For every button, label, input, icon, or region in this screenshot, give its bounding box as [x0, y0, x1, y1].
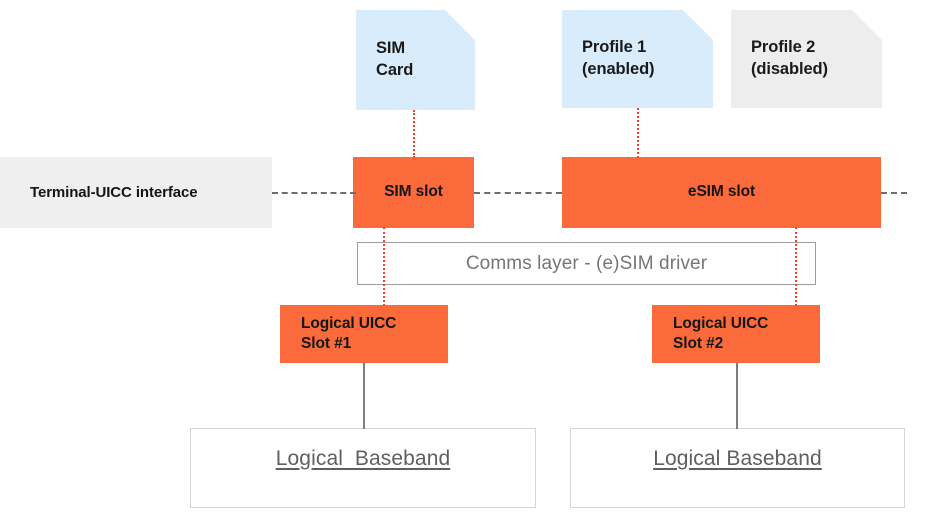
esim-slot-label: eSIM slot: [687, 183, 756, 201]
profile-1-label: Profile 1 (enabled): [582, 38, 655, 78]
sim-slot[interactable]: SIM slot: [353, 157, 474, 228]
connector-esim-slot-to-logical-slot-2: [795, 227, 797, 306]
profile-2-label: Profile 2 (disabled): [751, 38, 828, 78]
profile-2-card[interactable]: Profile 2 (disabled): [731, 10, 882, 108]
connector-logical-slot-2-to-baseband-2: [736, 363, 738, 429]
sim-slot-label: SIM slot: [384, 183, 443, 201]
comms-layer-label: Comms layer - (e)SIM driver: [458, 252, 715, 275]
sim-card[interactable]: SIM Card: [356, 10, 475, 110]
logical-baseband-1-label: Logical Baseband: [275, 447, 451, 470]
logical-baseband-2[interactable]: Logical Baseband: [570, 428, 905, 508]
logical-uicc-slot-2[interactable]: Logical UICC Slot #2: [652, 305, 820, 363]
logical-baseband-1[interactable]: Logical Baseband: [190, 428, 536, 508]
logical-uicc-slot-2-label: Logical UICC Slot #2: [673, 314, 769, 352]
connector-logical-slot-1-to-baseband-1: [363, 363, 365, 429]
terminal-uicc-interface-box: Terminal-UICC interface: [0, 157, 272, 228]
esim-slot[interactable]: eSIM slot: [562, 157, 881, 228]
profile-1-card[interactable]: Profile 1 (enabled): [562, 10, 713, 108]
terminal-uicc-interface-label: Terminal-UICC interface: [30, 184, 198, 201]
connector-interface-to-sim-slot: [272, 192, 356, 194]
connector-profile-1-to-esim-slot: [637, 108, 639, 158]
logical-uicc-slot-1[interactable]: Logical UICC Slot #1: [280, 305, 448, 363]
connector-sim-card-to-sim-slot: [413, 110, 415, 158]
sim-card-label: SIM Card: [376, 39, 414, 79]
logical-baseband-2-label: Logical Baseband: [653, 447, 822, 470]
comms-layer-box[interactable]: Comms layer - (e)SIM driver: [357, 242, 816, 285]
logical-uicc-slot-1-label: Logical UICC Slot #1: [301, 314, 397, 352]
connector-esim-slot-to-edge: [881, 192, 907, 194]
connector-sim-slot-to-logical-slot-1: [383, 227, 385, 306]
connector-sim-slot-to-esim-slot: [474, 192, 562, 194]
